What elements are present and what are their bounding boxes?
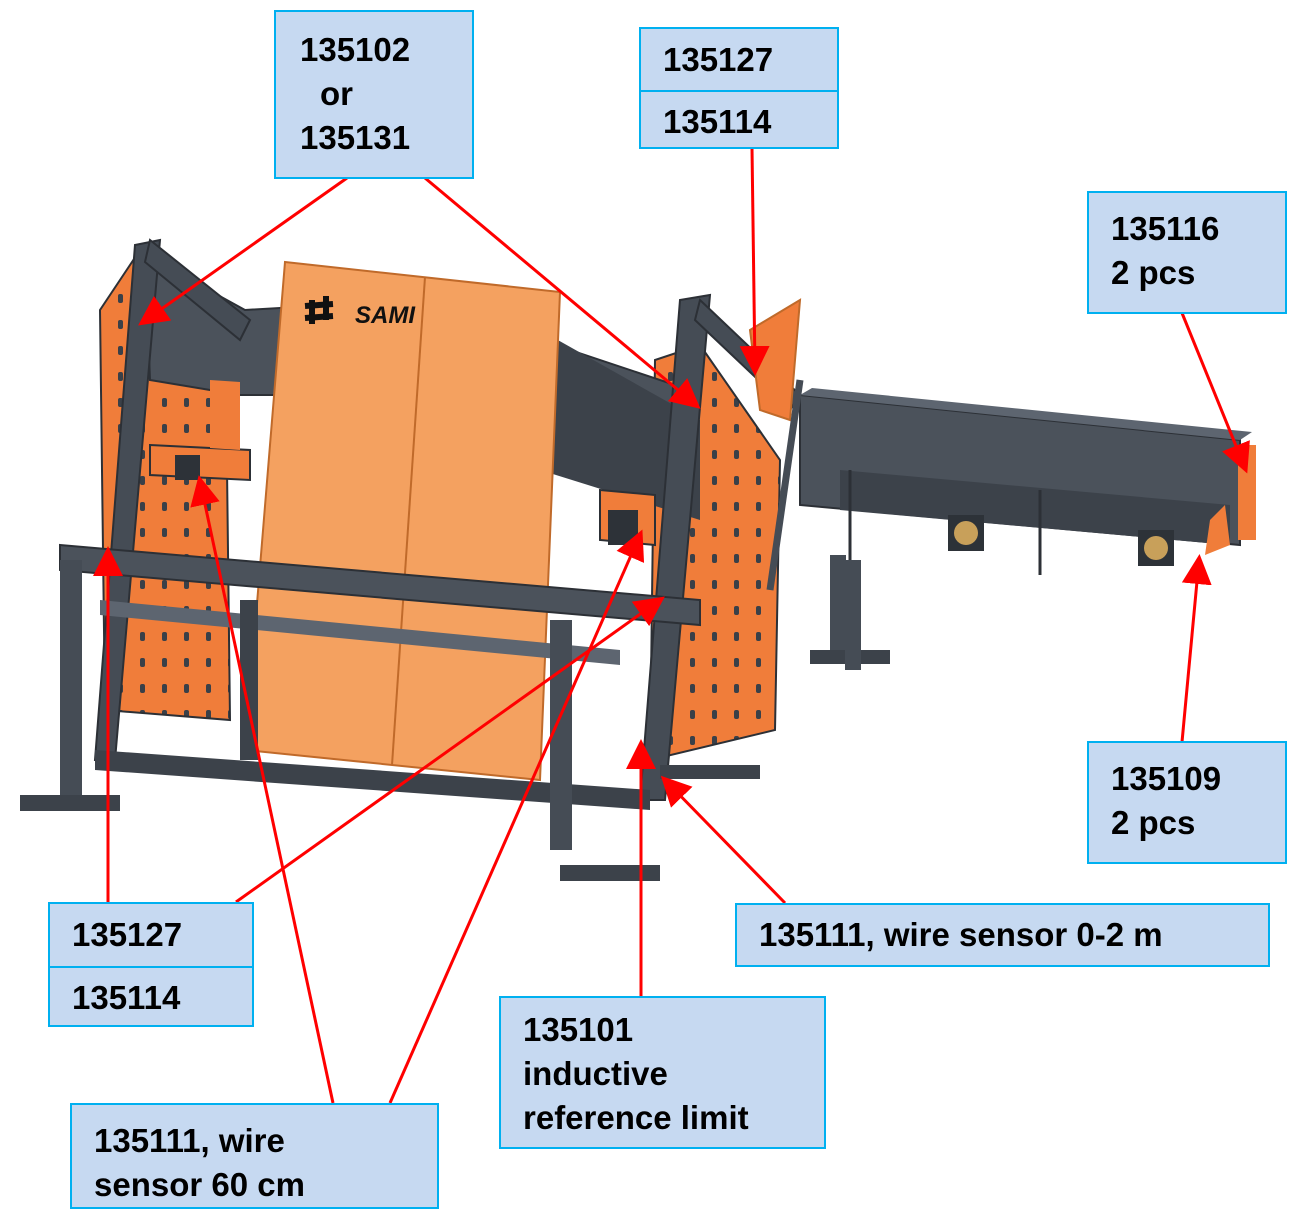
callout-135109-line-1: 135109 — [1111, 760, 1222, 797]
leader-135127-top — [739, 147, 770, 376]
callout-135116: 135116 2 pcs — [1087, 191, 1287, 314]
callout-135127-top-row-1: 135127 — [663, 41, 774, 78]
callout-135101-line-1: 135101 — [523, 1011, 634, 1048]
leader-135111-long — [660, 775, 787, 905]
callout-135127-top-row-2: 135114 — [641, 90, 837, 149]
leader-135102-right — [424, 176, 701, 409]
callout-135127-left: 135127 135114 — [48, 902, 254, 1027]
leader-lines — [93, 147, 1250, 1104]
leader-135116 — [1180, 312, 1250, 474]
leader-135111-short-right — [388, 529, 645, 1104]
callout-135127-top: 135127 135114 — [639, 27, 839, 149]
leader-135111-short-left — [190, 475, 335, 1104]
leader-135109 — [1180, 554, 1212, 743]
callout-135101: 135101 inductive reference limit — [499, 996, 826, 1149]
conveyor — [799, 388, 1256, 670]
callout-135102-line-2: or — [320, 75, 353, 112]
callout-135127-left-row-2: 135114 — [50, 966, 252, 1025]
callout-135111-long-text: 135111, wire sensor 0-2 m — [759, 916, 1163, 953]
callout-135102-line-3: 135131 — [300, 119, 411, 156]
callout-135111-short-line-1: 135111, wire — [94, 1122, 285, 1159]
callout-135101-line-3: reference limit — [523, 1099, 749, 1136]
callout-135127-left-row-1: 135127 — [72, 916, 183, 953]
callout-135116-line-1: 135116 — [1111, 210, 1220, 247]
callout-135111-long: 135111, wire sensor 0-2 m — [735, 903, 1270, 967]
machine-frame — [20, 238, 804, 881]
callout-135101-line-2: inductive — [523, 1055, 668, 1092]
callout-135111-short: 135111, wire sensor 60 cm — [70, 1103, 439, 1209]
callout-135102-line-1: 135102 — [300, 31, 411, 68]
callout-135116-line-2: 2 pcs — [1111, 254, 1196, 291]
callout-135102: 135102 or 135131 — [274, 10, 474, 179]
callout-135109: 135109 2 pcs — [1087, 741, 1287, 864]
callout-135109-line-2: 2 pcs — [1111, 804, 1196, 841]
leader-135102-left — [138, 176, 348, 326]
callout-135111-short-line-2: sensor 60 cm — [94, 1166, 305, 1203]
sami-logo-text: SAMI — [355, 302, 416, 329]
sami-logo: SAMI — [304, 296, 416, 329]
